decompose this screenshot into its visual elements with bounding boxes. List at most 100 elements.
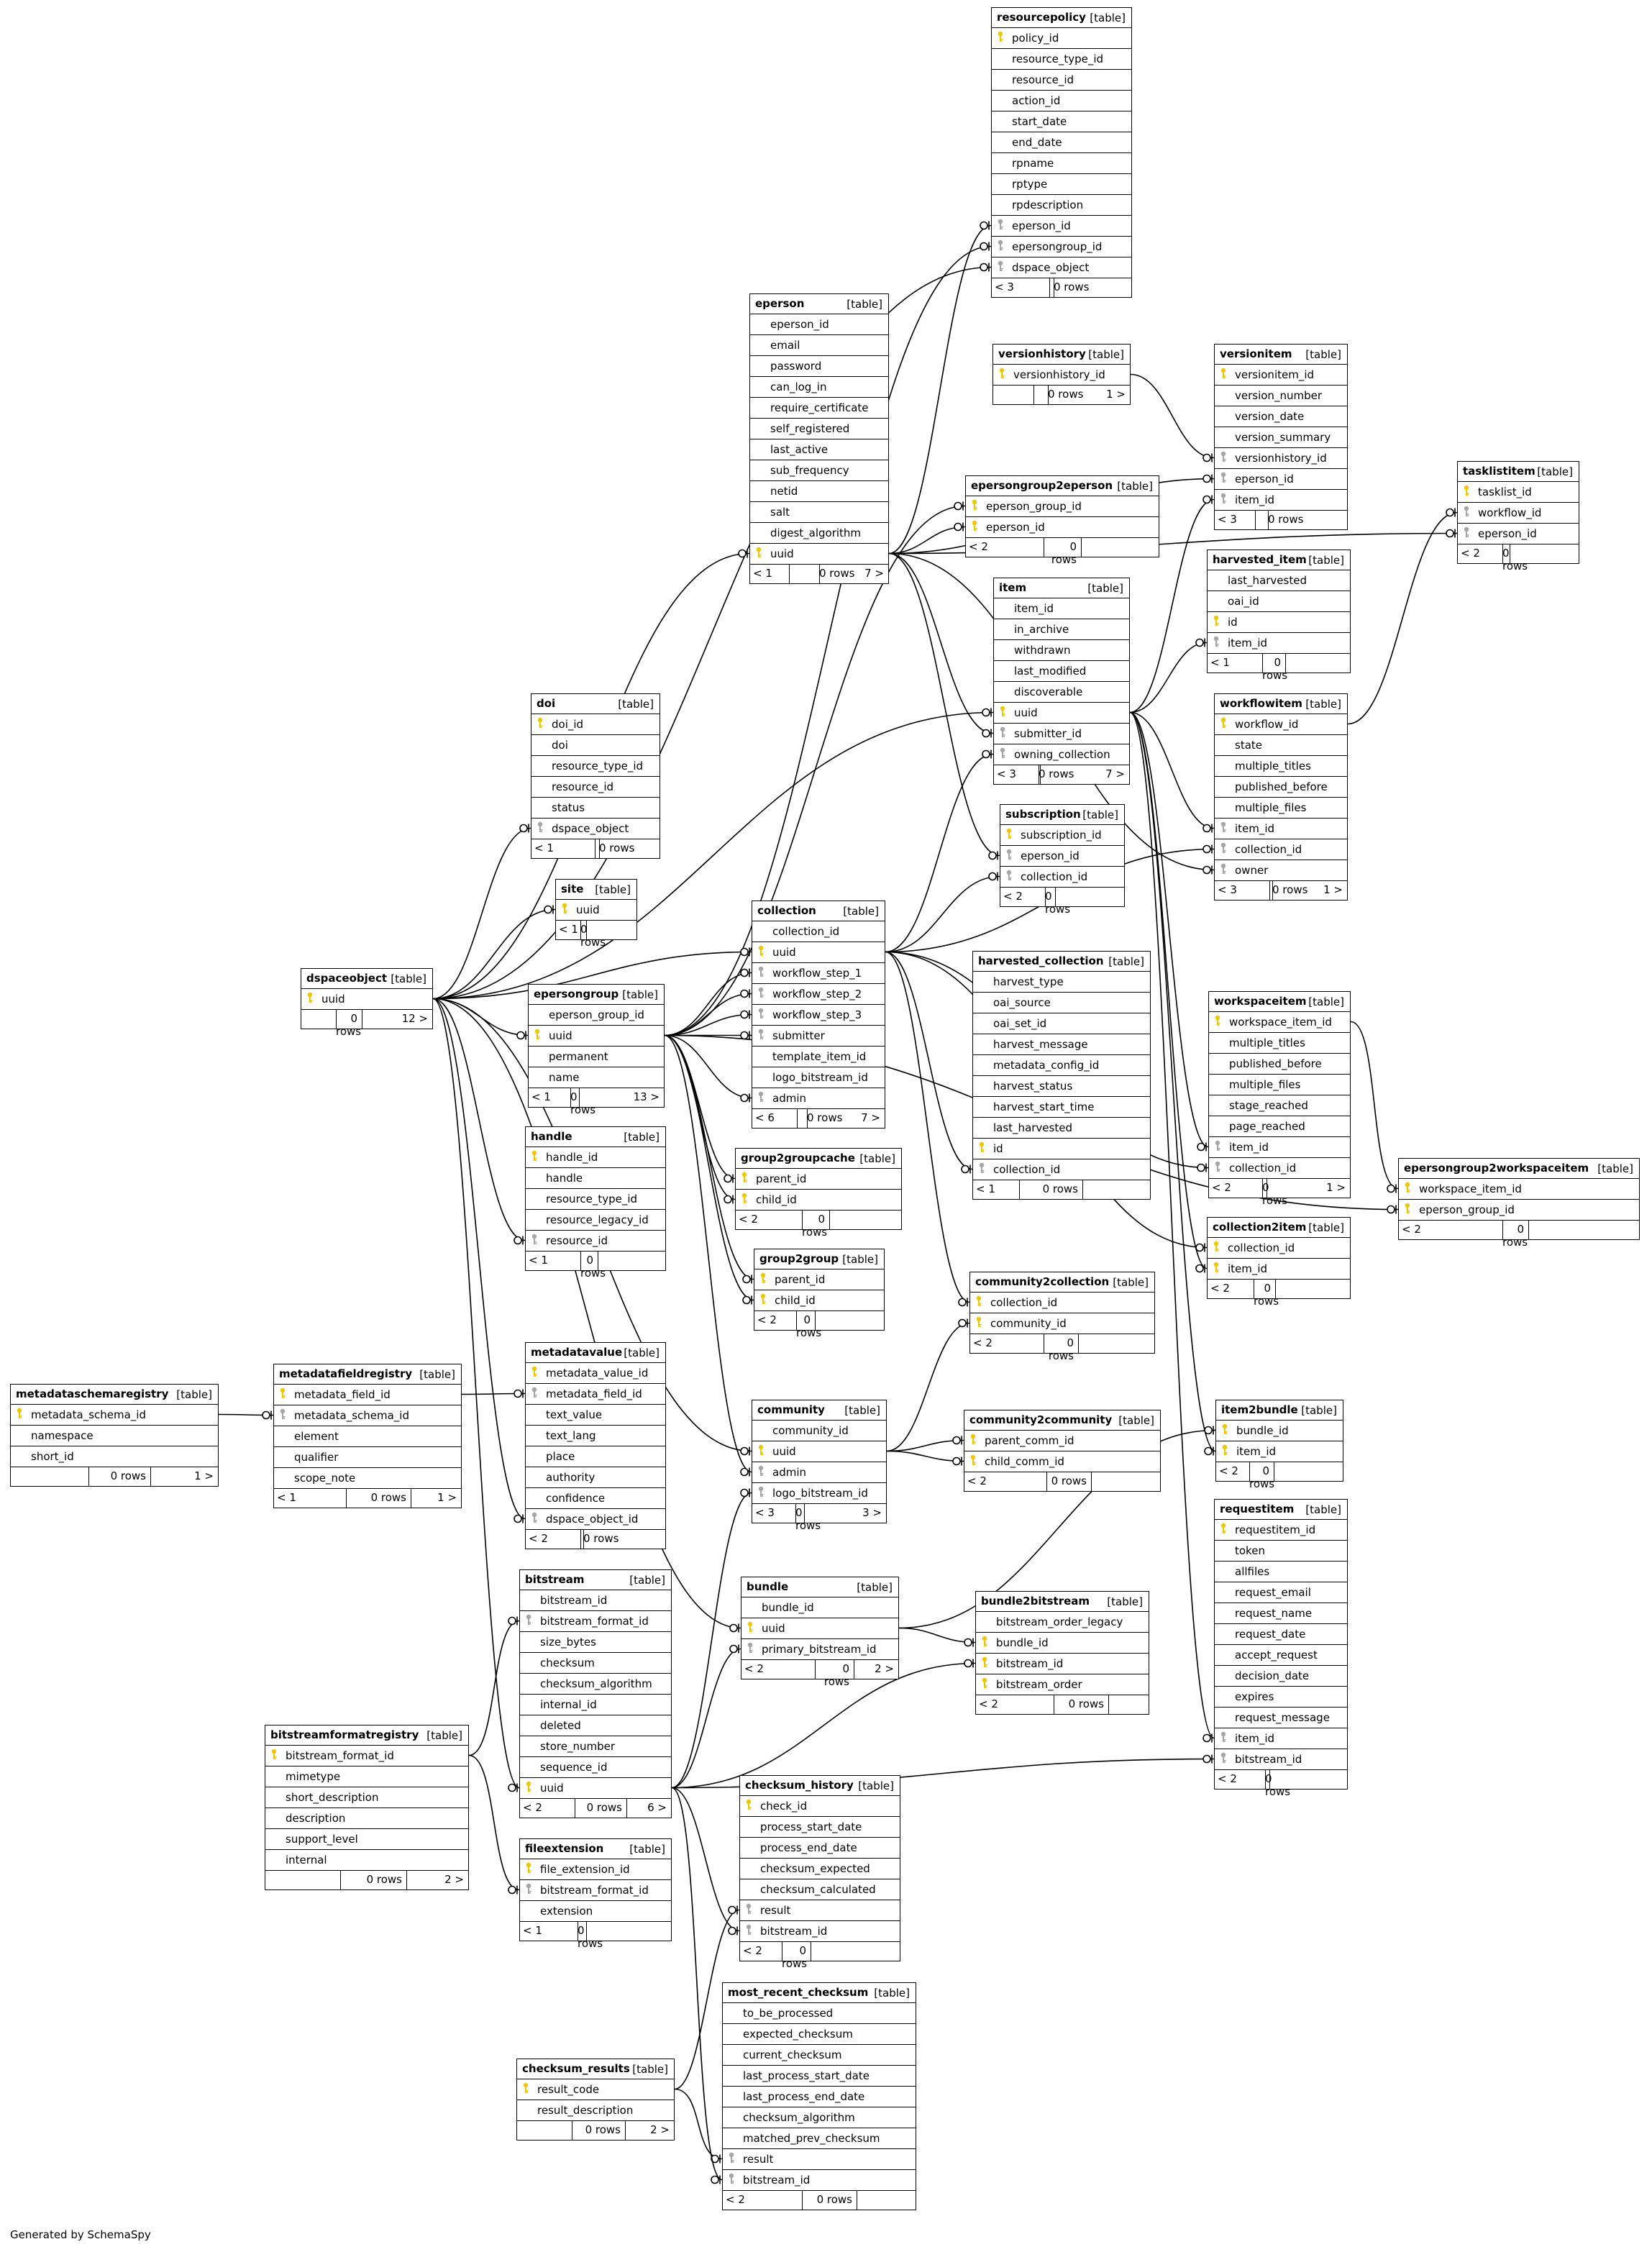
column-row[interactable]: result_code — [517, 2079, 674, 2100]
table-epersongroup2eperson[interactable]: epersongroup2eperson[table]eperson_group… — [965, 475, 1159, 566]
column-row[interactable]: short_id — [11, 1446, 218, 1467]
column-row[interactable]: child_id — [754, 1290, 884, 1311]
column-row[interactable]: element — [274, 1426, 461, 1447]
table-name[interactable]: doi — [537, 697, 556, 710]
column-row[interactable]: collection_id — [1215, 839, 1347, 860]
column-row[interactable]: bitstream_order_legacy — [976, 1612, 1149, 1633]
column-row[interactable]: workspace_item_id — [1209, 1012, 1350, 1033]
parent-count[interactable]: < 2 — [1402, 1223, 1421, 1236]
column-row[interactable]: expected_checksum — [723, 2024, 916, 2045]
column-row[interactable]: token — [1215, 1541, 1347, 1562]
parent-count[interactable]: < 1 — [534, 842, 554, 854]
column-row[interactable]: item_id — [1208, 633, 1350, 654]
parent-count[interactable]: < 2 — [967, 1474, 987, 1487]
table-name[interactable]: item2bundle — [1221, 1403, 1298, 1416]
column-row[interactable]: collection_id — [1208, 1238, 1350, 1259]
table-name[interactable]: community2collection — [975, 1275, 1110, 1288]
column-row[interactable]: admin — [752, 1088, 885, 1109]
table-name[interactable]: requestitem — [1220, 1503, 1295, 1515]
column-row[interactable]: rpdescription — [992, 195, 1131, 216]
column-row[interactable]: bundle_id — [741, 1597, 898, 1618]
parent-count[interactable]: < 2 — [1003, 890, 1023, 903]
table-name[interactable]: site — [561, 883, 584, 895]
column-row[interactable]: last_modified — [994, 661, 1129, 682]
child-count[interactable]: 13 > — [633, 1090, 660, 1103]
child-count[interactable]: 7 > — [864, 567, 884, 580]
column-row[interactable]: metadata_field_id — [274, 1385, 461, 1405]
column-row[interactable]: item_id — [1215, 490, 1347, 511]
column-row[interactable]: state — [1215, 735, 1347, 756]
parent-count[interactable]: < 1 — [559, 923, 578, 936]
table-name[interactable]: subscription — [1005, 808, 1081, 821]
column-row[interactable]: child_comm_id — [964, 1451, 1160, 1472]
table-name[interactable]: bundle — [747, 1580, 789, 1593]
column-row[interactable]: bundle_id — [976, 1633, 1149, 1654]
table-name[interactable]: harvested_collection — [978, 954, 1104, 967]
column-row[interactable]: resource_id — [992, 70, 1131, 91]
table-name[interactable]: collection — [757, 904, 816, 917]
column-row[interactable]: request_name — [1215, 1603, 1347, 1624]
column-row[interactable]: bitstream_format_id — [520, 1611, 671, 1632]
column-row[interactable]: resource_legacy_id — [526, 1210, 665, 1231]
column-row[interactable]: oai_source — [973, 993, 1150, 1013]
column-row[interactable]: doi_id — [531, 714, 660, 735]
table-name[interactable]: epersongroup2workspaceitem — [1404, 1162, 1589, 1175]
column-row[interactable]: store_number — [520, 1736, 671, 1757]
column-row[interactable]: resource_id — [531, 777, 660, 798]
column-row[interactable]: permanent — [529, 1047, 664, 1067]
column-row[interactable]: tasklist_id — [1458, 482, 1579, 503]
column-row[interactable]: can_log_in — [750, 377, 888, 398]
column-row[interactable]: metadata_value_id — [526, 1363, 665, 1384]
column-row[interactable]: email — [750, 335, 888, 356]
parent-count[interactable]: < 2 — [1218, 1772, 1237, 1785]
column-row[interactable]: parent_id — [736, 1169, 901, 1190]
column-row[interactable]: namespace — [11, 1426, 218, 1446]
column-row[interactable]: collection_id — [1000, 867, 1124, 888]
column-row[interactable]: workflow_step_2 — [752, 984, 885, 1005]
table-name[interactable]: most_recent_checksum — [728, 1986, 869, 1999]
column-row[interactable]: bitstream_id — [976, 1654, 1149, 1674]
column-row[interactable]: resource_type_id — [531, 756, 660, 777]
column-row[interactable]: versionhistory_id — [993, 365, 1130, 386]
column-row[interactable]: logo_bitstream_id — [752, 1483, 886, 1504]
column-row[interactable]: eperson_id — [1215, 469, 1347, 490]
column-row[interactable]: uuid — [301, 989, 432, 1010]
table-name[interactable]: workspaceitem — [1214, 995, 1307, 1008]
column-row[interactable]: netid — [750, 481, 888, 502]
table-name[interactable]: community2community — [969, 1413, 1113, 1426]
column-row[interactable]: bitstream_order — [976, 1674, 1149, 1695]
column-row[interactable]: logo_bitstream_id — [752, 1067, 885, 1088]
column-row[interactable]: item_id — [1208, 1259, 1350, 1280]
column-row[interactable]: workflow_step_1 — [752, 963, 885, 984]
column-row[interactable]: discoverable — [994, 682, 1129, 703]
column-row[interactable]: eperson_group_id — [529, 1005, 664, 1026]
column-row[interactable]: community_id — [970, 1313, 1154, 1334]
column-row[interactable]: name — [529, 1067, 664, 1088]
column-row[interactable]: allfiles — [1215, 1562, 1347, 1582]
parent-count[interactable]: < 2 — [979, 1697, 998, 1710]
column-row[interactable]: bitstream_id — [723, 2170, 916, 2191]
parent-count[interactable]: < 2 — [973, 1336, 992, 1349]
column-row[interactable]: handle_id — [526, 1147, 665, 1168]
column-row[interactable]: checksum_algorithm — [723, 2107, 916, 2128]
column-row[interactable]: doi — [531, 735, 660, 756]
column-row[interactable]: last_active — [750, 439, 888, 460]
column-row[interactable]: epersongroup_id — [992, 237, 1131, 257]
column-row[interactable]: item_id — [1215, 819, 1347, 839]
column-row[interactable]: parent_id — [754, 1269, 884, 1290]
column-row[interactable]: bitstream_id — [1215, 1749, 1347, 1770]
column-row[interactable]: community_id — [752, 1421, 886, 1441]
